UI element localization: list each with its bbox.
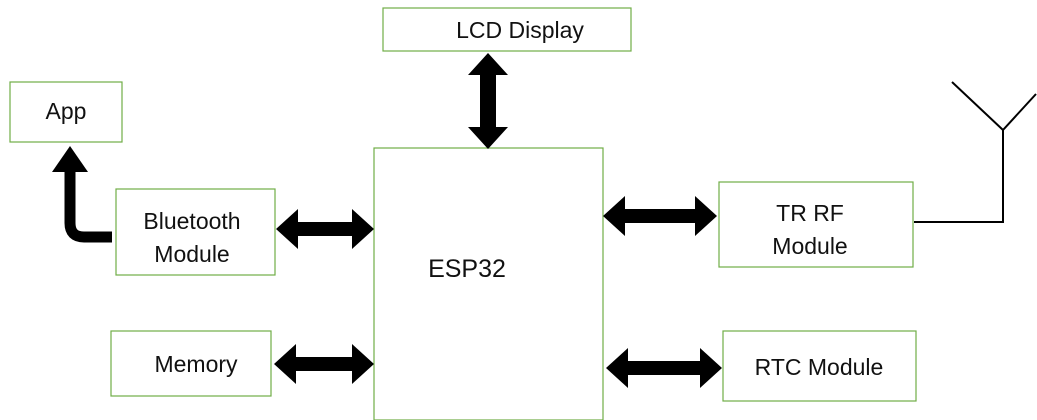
bluetooth-module-block: Bluetooth Module [115,188,276,276]
app-block: App [9,81,123,143]
rtc-module-block: RTC Module [722,330,917,402]
tr-rf-label-line2: Module [772,233,847,259]
memory-label: Memory [154,351,238,377]
esp32-rf-arrow [603,196,717,236]
lcd-esp32-arrow [468,53,508,149]
tr-rf-module-block: TR RF Module [718,181,914,268]
bluetooth-app-arrow [52,146,112,243]
esp32-rtc-arrow [606,348,722,388]
esp32-label: ESP32 [428,255,506,283]
app-label: App [46,98,87,124]
memory-block: Memory [110,330,272,397]
memory-esp32-arrow [274,344,374,384]
antenna-icon [914,81,1037,223]
esp32-block: ESP32 [373,147,604,420]
lcd-display-label: LCD Display [456,17,584,43]
bluetooth-esp32-arrow [276,209,374,249]
bluetooth-label-line2: Module [154,241,229,267]
rtc-module-label: RTC Module [755,354,884,380]
tr-rf-label-line1: TR RF [776,200,844,226]
bluetooth-label-line1: Bluetooth [143,208,240,234]
lcd-display-block: LCD Display [382,7,632,52]
